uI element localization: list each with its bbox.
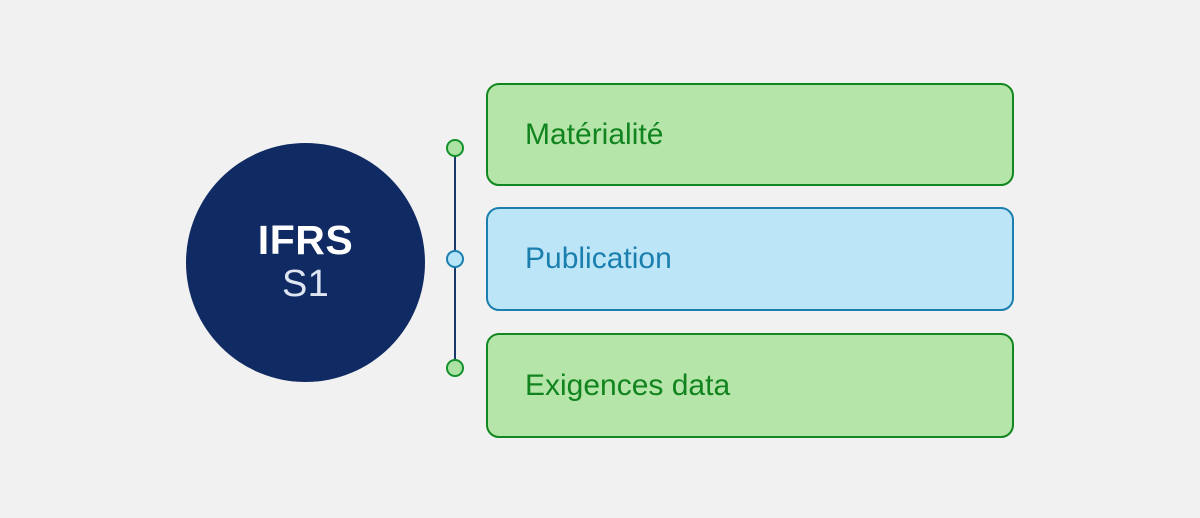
- card-exigences-data[interactable]: Exigences data: [486, 333, 1014, 438]
- card-label-materialite: Matérialité: [525, 117, 664, 151]
- connector-node-exigences-data: [446, 359, 464, 377]
- hub-node-ifrs-s1[interactable]: IFRS S1: [186, 143, 425, 382]
- card-label-exigences-data: Exigences data: [525, 368, 731, 402]
- hub-primary-label: IFRS: [257, 216, 354, 263]
- connector-node-publication: [446, 250, 464, 268]
- hub-secondary-label: S1: [281, 263, 330, 306]
- connector-node-materialite: [446, 139, 464, 157]
- card-label-publication: Publication: [525, 242, 672, 275]
- card-materialite[interactable]: Matérialité: [486, 83, 1014, 186]
- card-publication[interactable]: Publication: [486, 207, 1014, 311]
